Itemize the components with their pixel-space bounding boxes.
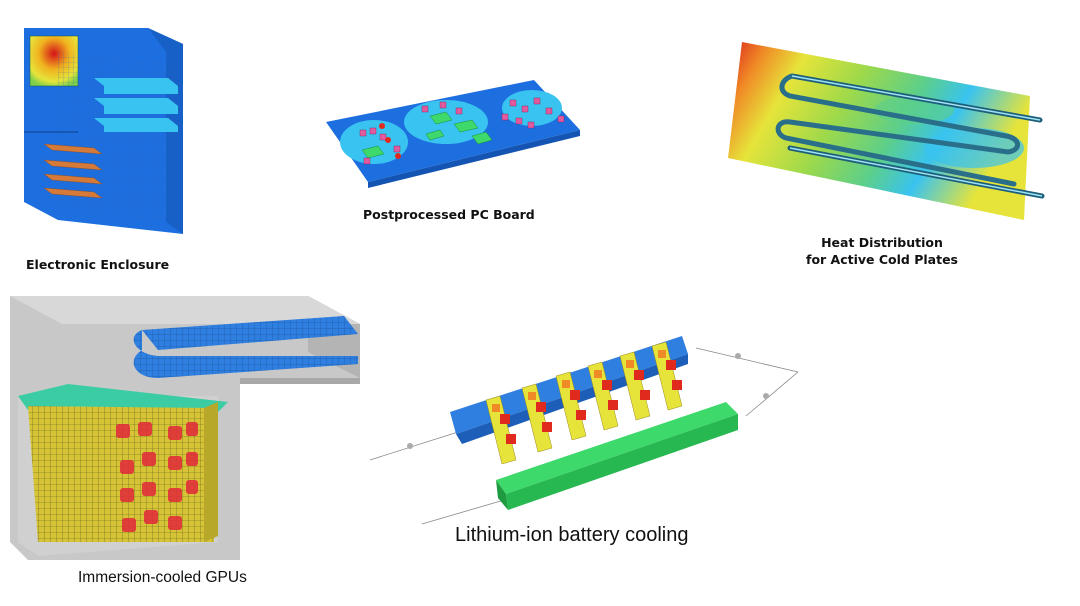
- caption-immersion-gpus: Immersion-cooled GPUs: [78, 569, 247, 586]
- battery-cooling-image: [369, 336, 799, 525]
- caption-cold-plates-line1: Heat Distribution: [821, 235, 943, 250]
- caption-cold-plates-line2: for Active Cold Plates: [806, 252, 958, 267]
- electronic-enclosure-image: [24, 28, 183, 234]
- immersion-gpu-image: [10, 296, 360, 560]
- caption-electronic-enclosure: Electronic Enclosure: [26, 257, 170, 272]
- caption-battery-cooling: Lithium-ion battery cooling: [455, 524, 689, 546]
- caption-pc-board: Postprocessed PC Board: [363, 207, 535, 222]
- cold-plates-image: [728, 42, 1045, 220]
- pc-board-image: [326, 80, 580, 188]
